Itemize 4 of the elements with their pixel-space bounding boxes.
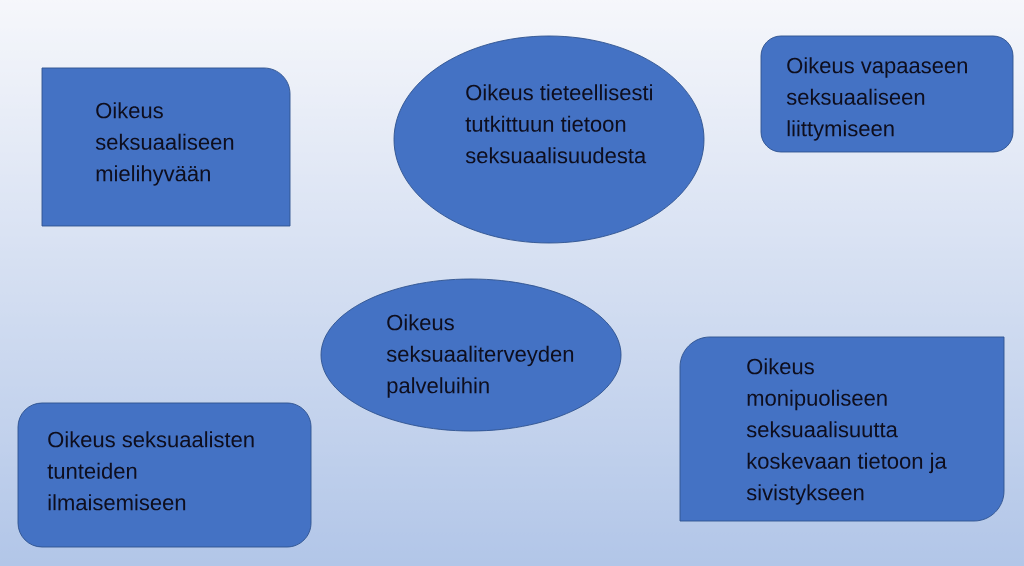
- rounded-box: Oikeus monipuoliseen seksuaalisuutta koskevaan tietoon ja sivistykseen: [679, 336, 1005, 522]
- rounded-box: Oikeus seksuaaliseen mielihyvään: [41, 67, 291, 227]
- rounded-box: Oikeus vapaaseen seksuaaliseen liittymiseen: [760, 35, 1014, 153]
- rounded-box: Oikeus seksuaalisten tunteiden ilmaisemiseen: [17, 402, 312, 548]
